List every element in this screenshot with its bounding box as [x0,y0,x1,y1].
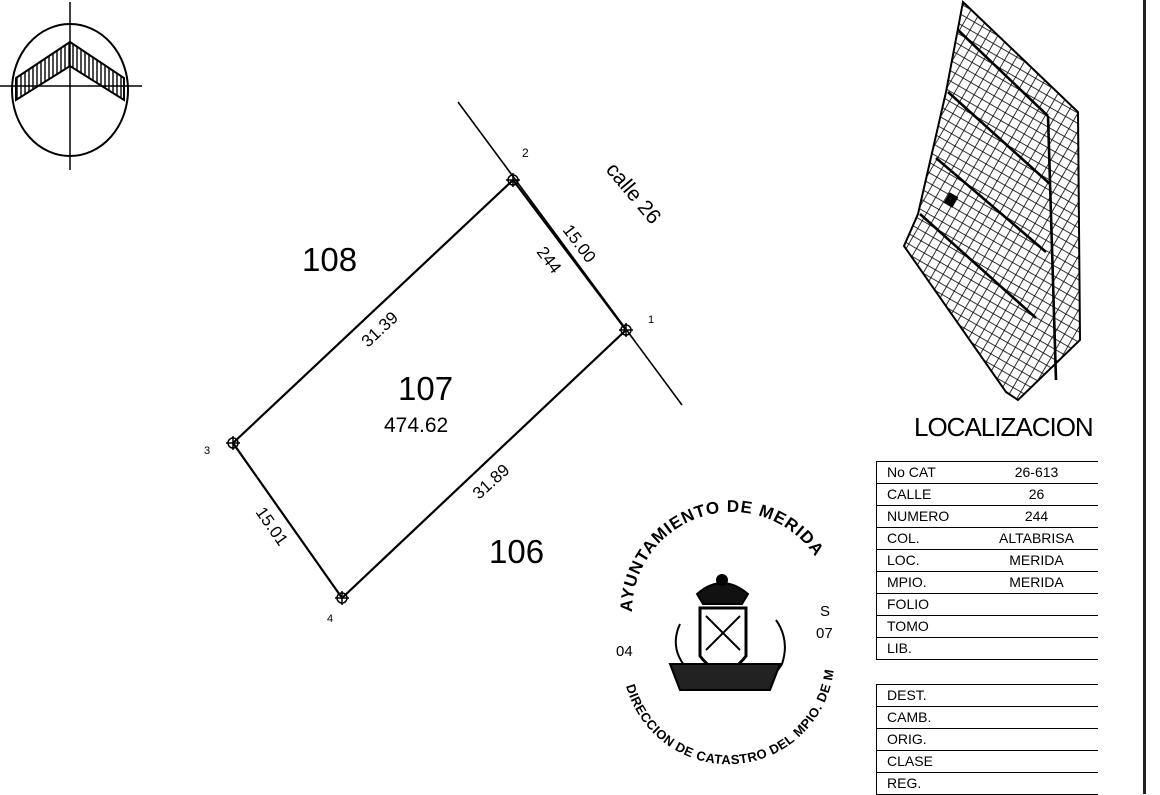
table-key: REG. [876,772,975,795]
table-value: 244 [975,505,1098,528]
subject-lot-marker [943,192,959,208]
vertex-label-2: 2 [522,146,529,160]
side-length-3-4: 15.01 [252,503,292,549]
side-length-4-1: 31.89 [469,460,513,503]
table-value: 26-613 [975,461,1098,484]
lot-north-number: 108 [302,241,357,278]
table-value [975,615,1098,638]
table-row: TOMO [876,615,1098,638]
table-key: COL. [876,527,975,550]
lot-south-number: 106 [489,533,544,570]
seal-right-number: 07 [816,625,833,642]
side-length-1-2: 15.00 [559,221,600,266]
table-key: ORIG. [876,728,975,751]
table-row: CLASE [876,750,1098,773]
coat-of-arms-icon [668,574,786,692]
table-value: MERIDA [975,549,1098,572]
lot-subject-number: 107 [398,370,453,407]
vertex-label-3: 3 [204,445,210,457]
table-key: CALLE [876,483,975,506]
table-value [975,706,1098,729]
table-value: ALTABRISA [975,527,1098,550]
vertex-label-1: 1 [648,314,654,326]
table-row: LIB. [876,637,1098,660]
vertex-markers [226,173,633,605]
table-value [975,684,1098,707]
table-value: 26 [975,483,1098,506]
table-row: ORIG. [876,728,1098,751]
table-value [975,728,1098,751]
location-title: LOCALIZACION [914,412,1094,442]
table-row: CAMB. [876,706,1098,729]
lot-area: 474.62 [384,414,448,437]
table-key: TOMO [876,615,975,638]
location-map [902,0,1082,402]
table-row: DEST. [876,684,1098,707]
table-key: CLASE [876,750,975,773]
table-key: LIB. [876,637,975,660]
table-key: No CAT [876,461,975,484]
table-value [975,772,1098,795]
table-row: LOC.MERIDA [876,549,1098,572]
seal-left-number: 04 [616,643,633,660]
table-row: MPIO.MERIDA [876,571,1098,594]
table-row: FOLIO [876,593,1098,616]
table-key: MPIO. [876,571,975,594]
street-name: calle 26 [601,158,665,228]
table-row: COL.ALTABRISA [876,527,1098,550]
north-arrow-icon [0,2,142,170]
table-key: NUMERO [876,505,975,528]
table-value [975,750,1098,773]
table-row: REG. [876,772,1098,795]
side-length-2-3: 31.39 [358,308,402,351]
table-key: LOC. [876,549,975,572]
table-value: MERIDA [975,571,1098,594]
seal-right-letter: S [820,603,830,620]
table-key: CAMB. [876,706,975,729]
street-line [457,101,683,406]
table-key: FOLIO [876,593,975,616]
street-number-label: 244 [533,243,565,277]
vertex-label-4: 4 [327,613,333,625]
page-edge [1143,0,1146,794]
table-key: DEST. [876,684,975,707]
table-value [975,593,1098,616]
table-value [975,637,1098,660]
